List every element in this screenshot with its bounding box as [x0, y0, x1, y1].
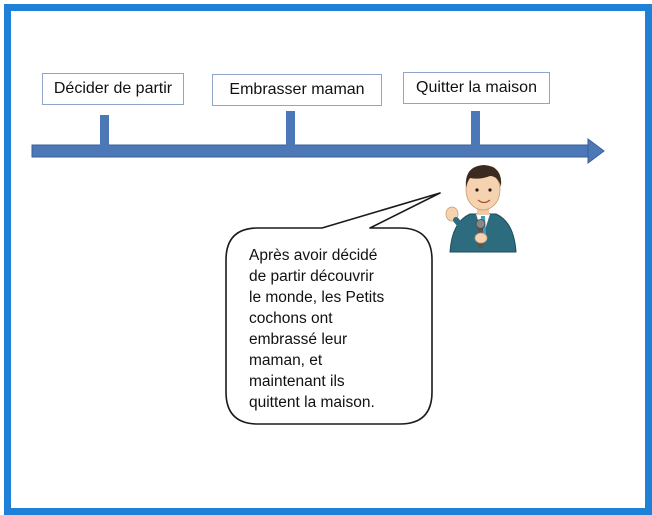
event-label-2: Embrasser maman — [212, 74, 382, 106]
presenter-icon — [445, 165, 517, 253]
event-tick-2 — [286, 111, 295, 147]
speech-bubble-text: Après avoir décidé de partir découvrir l… — [249, 247, 385, 411]
event-tick-1 — [100, 115, 109, 147]
event-label-1: Décider de partir — [42, 73, 184, 105]
timeline-arrowhead — [587, 138, 605, 164]
speech-bubble — [225, 192, 441, 425]
event-tick-3 — [471, 111, 480, 147]
timeline-axis — [31, 144, 591, 158]
event-label-3: Quitter la maison — [403, 72, 550, 104]
